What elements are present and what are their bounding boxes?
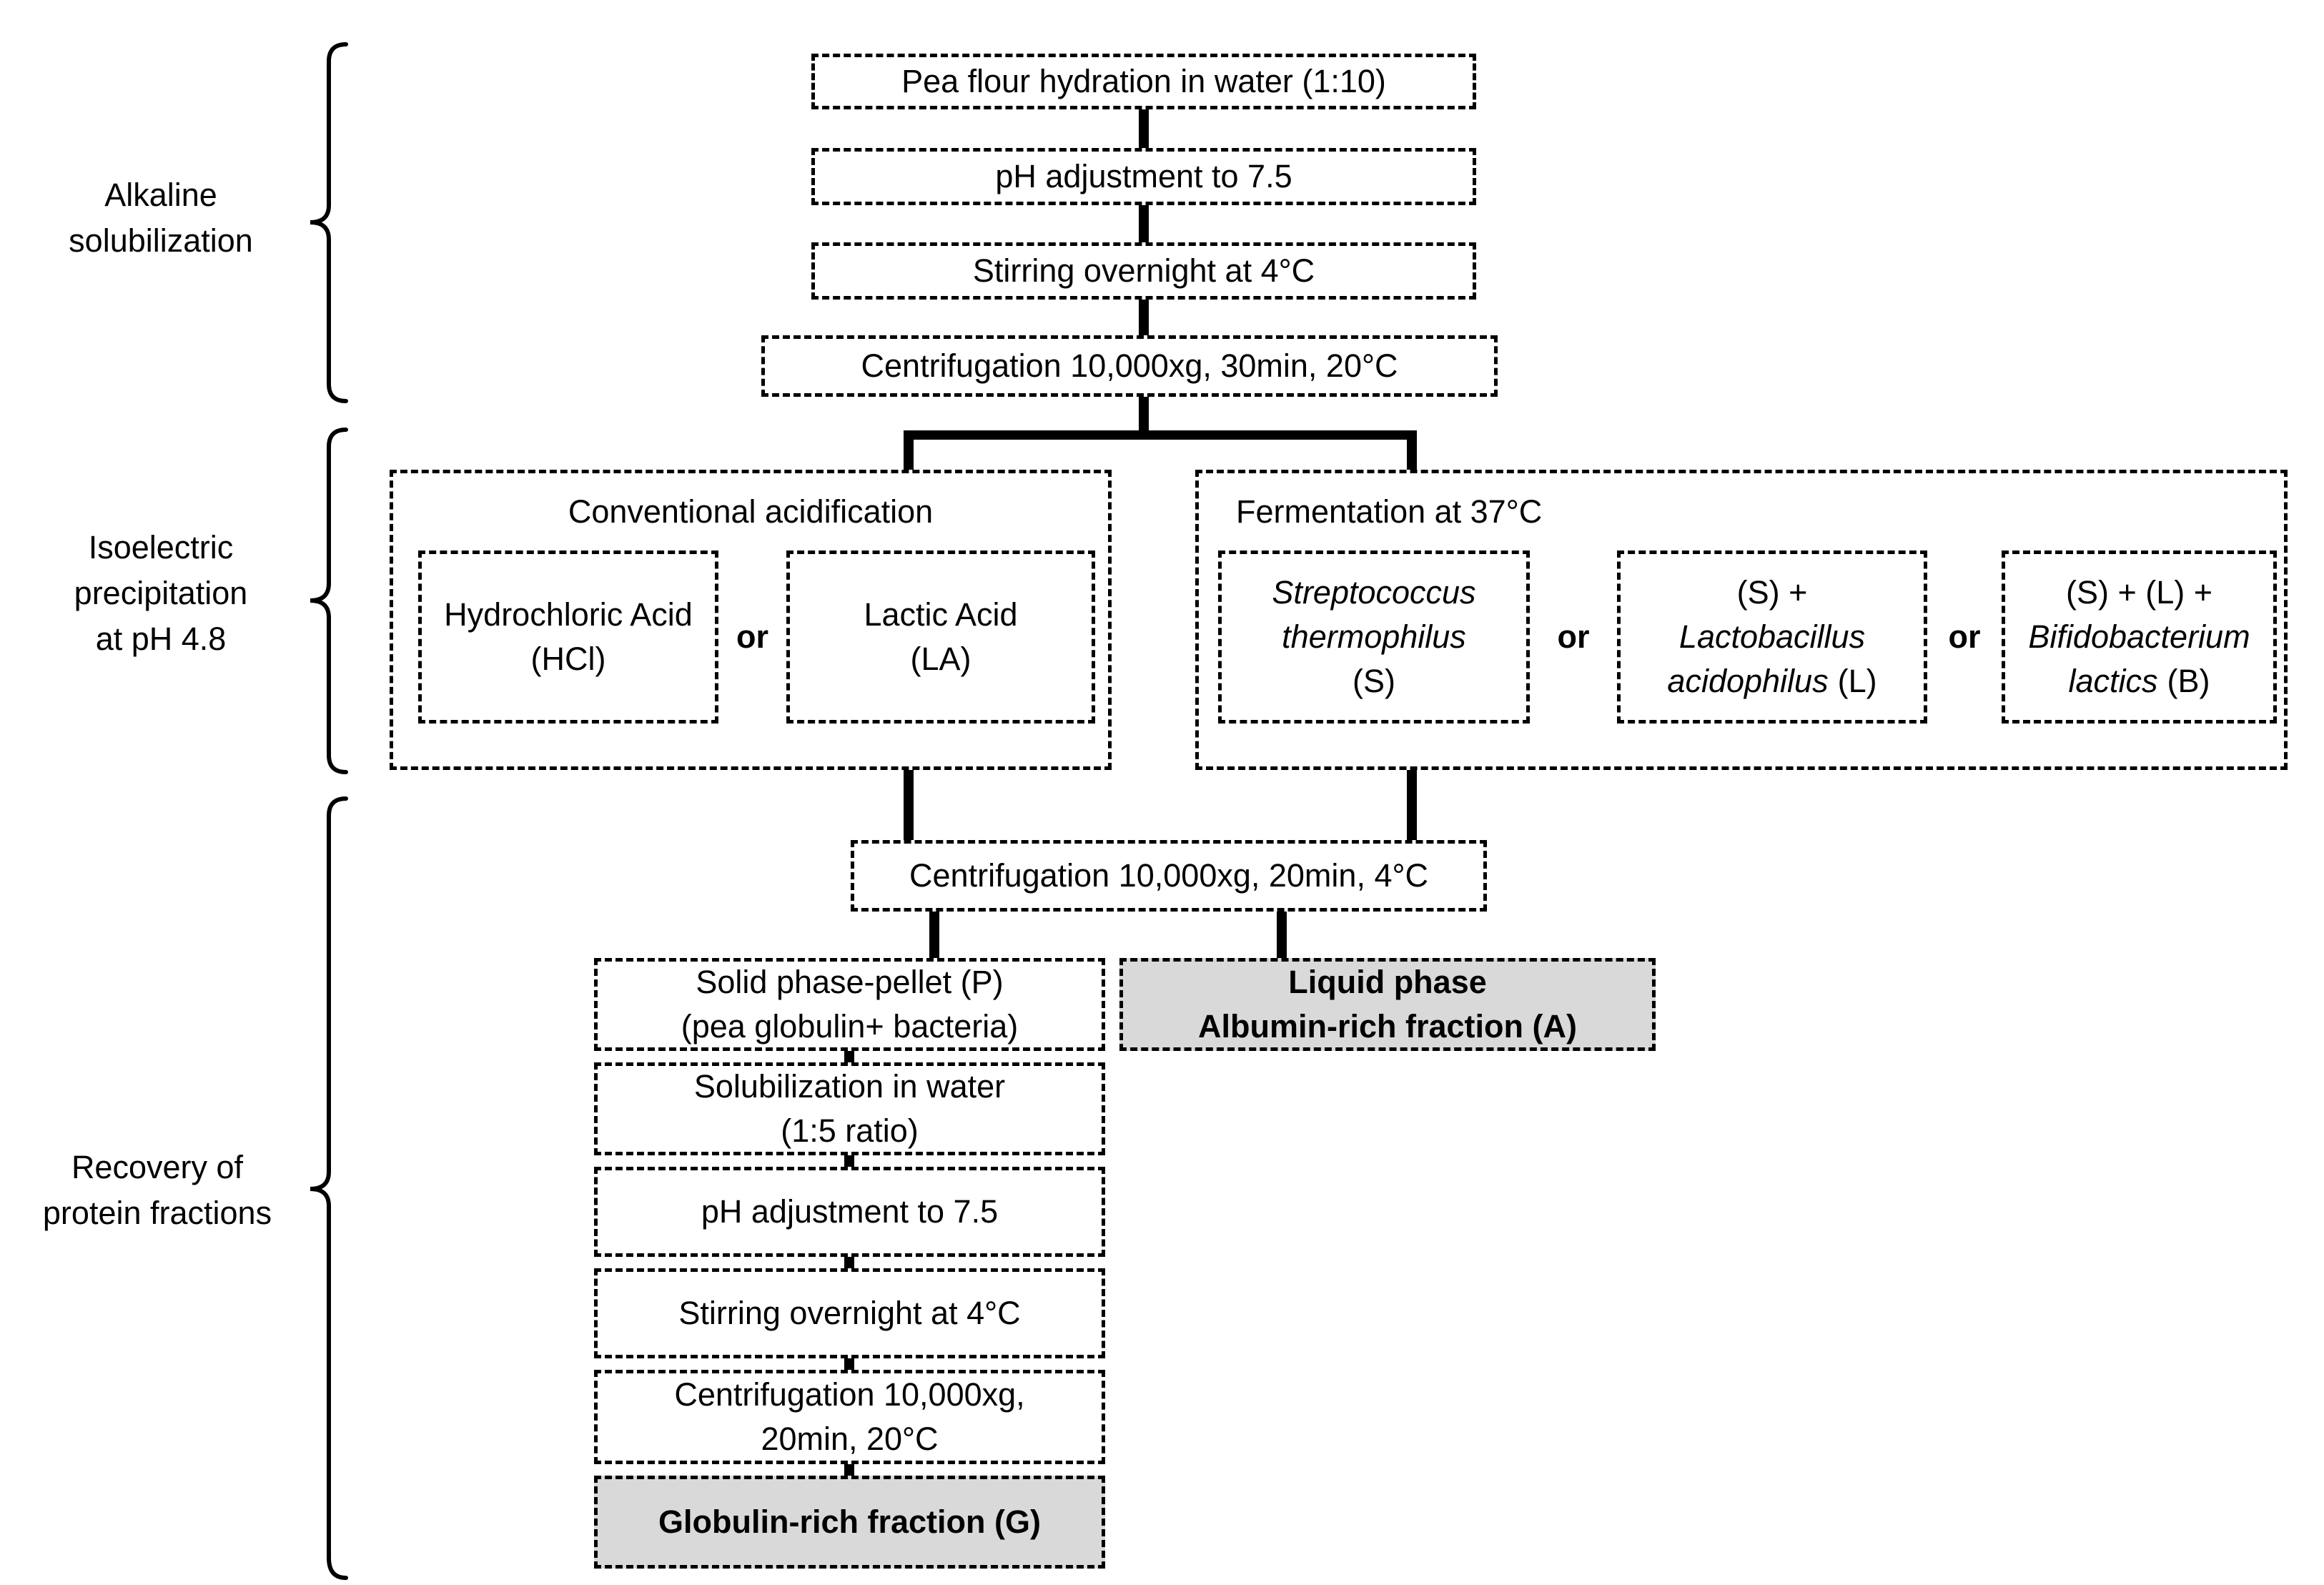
or-label-acidification: or xyxy=(736,618,768,655)
box-text: (S) + xyxy=(1736,573,1808,611)
section-label-recovery-fractions: Recovery of protein fractions xyxy=(7,1137,307,1244)
connector-acidification-to-merge xyxy=(904,770,914,840)
connector-bottom-4 xyxy=(844,1358,854,1370)
section-label-line: at pH 4.8 xyxy=(95,620,227,657)
box-text: pH adjustment to 7.5 xyxy=(701,1193,999,1230)
connector-split-stem xyxy=(1139,397,1149,430)
box-centrifugation-1: Centrifugation 10,000xg, 30min, 20°C xyxy=(761,335,1498,397)
box-solid-phase-pellet: Solid phase-pellet (P) (pea globulin+ ba… xyxy=(594,958,1105,1051)
connector-merge-to-solid xyxy=(929,912,939,958)
box-text: Albumin-rich fraction (A) xyxy=(1198,1008,1577,1045)
box-text: Solubilization in water xyxy=(693,1067,1006,1105)
box-text: Streptococcus xyxy=(1272,573,1476,611)
connector-top-3 xyxy=(1139,300,1149,335)
box-centrifugation-3: Centrifugation 10,000xg, 20min, 20°C xyxy=(594,1370,1105,1464)
section-label-line: Alkaline xyxy=(104,177,217,214)
box-hydrochloric-acid: Hydrochloric Acid (HCl) xyxy=(418,550,718,724)
box-bifidobacterium-lactics: (S) + (L) + Bifidobacterium lactics(B) xyxy=(2002,550,2277,724)
box-text: Centrifugation 10,000xg, xyxy=(674,1376,1025,1413)
box-text: (LA) xyxy=(910,641,971,677)
connector-fermentation-to-merge xyxy=(1407,770,1417,840)
section-label-line: solubilization xyxy=(69,222,253,259)
box-ph-adjustment-2: pH adjustment to 7.5 xyxy=(594,1167,1105,1257)
box-lactic-acid: Lactic Acid (LA) xyxy=(786,550,1095,724)
box-text: Hydrochloric Acid xyxy=(444,596,693,633)
box-text: Globulin-rich fraction (G) xyxy=(658,1503,1041,1540)
box-text: Centrifugation 10,000xg, 30min, 20°C xyxy=(861,347,1398,384)
box-pea-flour-hydration: Pea flour hydration in water (1:10) xyxy=(811,54,1476,109)
box-text: Solid phase-pellet (P) xyxy=(696,963,1004,1000)
or-label-fermentation-2: or xyxy=(1948,618,1981,655)
box-text: 20min, 20°C xyxy=(761,1421,939,1457)
species-name: lactics xyxy=(2068,663,2158,700)
box-albumin-rich-fraction: Liquid phase Albumin-rich fraction (A) xyxy=(1119,958,1656,1051)
box-solubilization-water: Solubilization in water (1:5 ratio) xyxy=(594,1062,1105,1155)
box-lactobacillus-acidophilus: (S) + Lactobacillus acidophilus(L) xyxy=(1617,550,1927,724)
box-text: lactics(B) xyxy=(2068,659,2210,703)
box-text: (1:5 ratio) xyxy=(781,1112,919,1149)
box-text: acidophilus(L) xyxy=(1667,659,1876,703)
connector-bottom-2 xyxy=(844,1155,854,1167)
section-label-line: Isoelectric xyxy=(88,529,234,566)
section-label-alkaline-solubilization: Alkaline solubilization xyxy=(21,164,300,272)
box-streptococcus-thermophilus: Streptococcus thermophilus (S) xyxy=(1218,550,1530,724)
connector-bottom-3 xyxy=(844,1257,854,1268)
box-text: Lactobacillus xyxy=(1678,618,1866,655)
connector-top-2 xyxy=(1139,205,1149,242)
curly-brace-recovery xyxy=(310,796,348,1580)
box-stirring-overnight-2: Stirring overnight at 4°C xyxy=(594,1268,1105,1358)
strain-code: (L) xyxy=(1837,663,1877,700)
curly-brace-alkaline xyxy=(310,42,348,403)
connector-top-1 xyxy=(1139,109,1149,148)
box-stirring-overnight-1: Stirring overnight at 4°C xyxy=(811,242,1476,300)
box-ph-adjustment-1: pH adjustment to 7.5 xyxy=(811,148,1476,205)
box-text: Stirring overnight at 4°C xyxy=(678,1294,1021,1331)
box-text: pH adjustment to 7.5 xyxy=(995,157,1292,194)
species-name: acidophilus xyxy=(1667,663,1829,700)
box-text: Lactic Acid xyxy=(864,596,1018,633)
box-text: Bifidobacterium xyxy=(2028,618,2250,655)
connector-split-bar xyxy=(904,430,1417,440)
section-label-line: protein fractions xyxy=(42,1195,272,1231)
box-text: Centrifugation 10,000xg, 20min, 4°C xyxy=(909,856,1428,894)
box-centrifugation-2: Centrifugation 10,000xg, 20min, 4°C xyxy=(851,840,1487,912)
section-label-line: Recovery of xyxy=(71,1149,244,1186)
connector-split-right-drop xyxy=(1407,430,1417,470)
box-text: (HCl) xyxy=(530,641,606,677)
box-text: Pea flour hydration in water (1:10) xyxy=(901,62,1386,99)
section-title: Conventional acidification xyxy=(568,493,934,530)
strain-code: (B) xyxy=(2167,663,2210,700)
connector-merge-to-liquid xyxy=(1277,912,1287,958)
curly-brace-isoelectric xyxy=(310,428,348,774)
connector-bottom-1 xyxy=(844,1051,854,1062)
or-label-fermentation-1: or xyxy=(1557,618,1590,655)
box-text: (S) + (L) + xyxy=(2065,573,2213,611)
section-label-line: precipitation xyxy=(74,575,248,612)
section-label-isoelectric-precipitation: Isoelectric precipitation at pH 4.8 xyxy=(21,518,300,668)
box-text: thermophilus xyxy=(1282,618,1466,655)
connector-split-left-drop xyxy=(904,430,914,470)
connector-bottom-5 xyxy=(844,1464,854,1476)
box-text: (pea globulin+ bacteria) xyxy=(681,1008,1019,1045)
box-globulin-rich-fraction: Globulin-rich fraction (G) xyxy=(594,1476,1105,1569)
box-text: (S) xyxy=(1353,663,1395,700)
box-text: Liquid phase xyxy=(1288,963,1487,1000)
box-text: Stirring overnight at 4°C xyxy=(972,252,1315,289)
section-title: Fermentation at 37°C xyxy=(1236,493,1543,530)
